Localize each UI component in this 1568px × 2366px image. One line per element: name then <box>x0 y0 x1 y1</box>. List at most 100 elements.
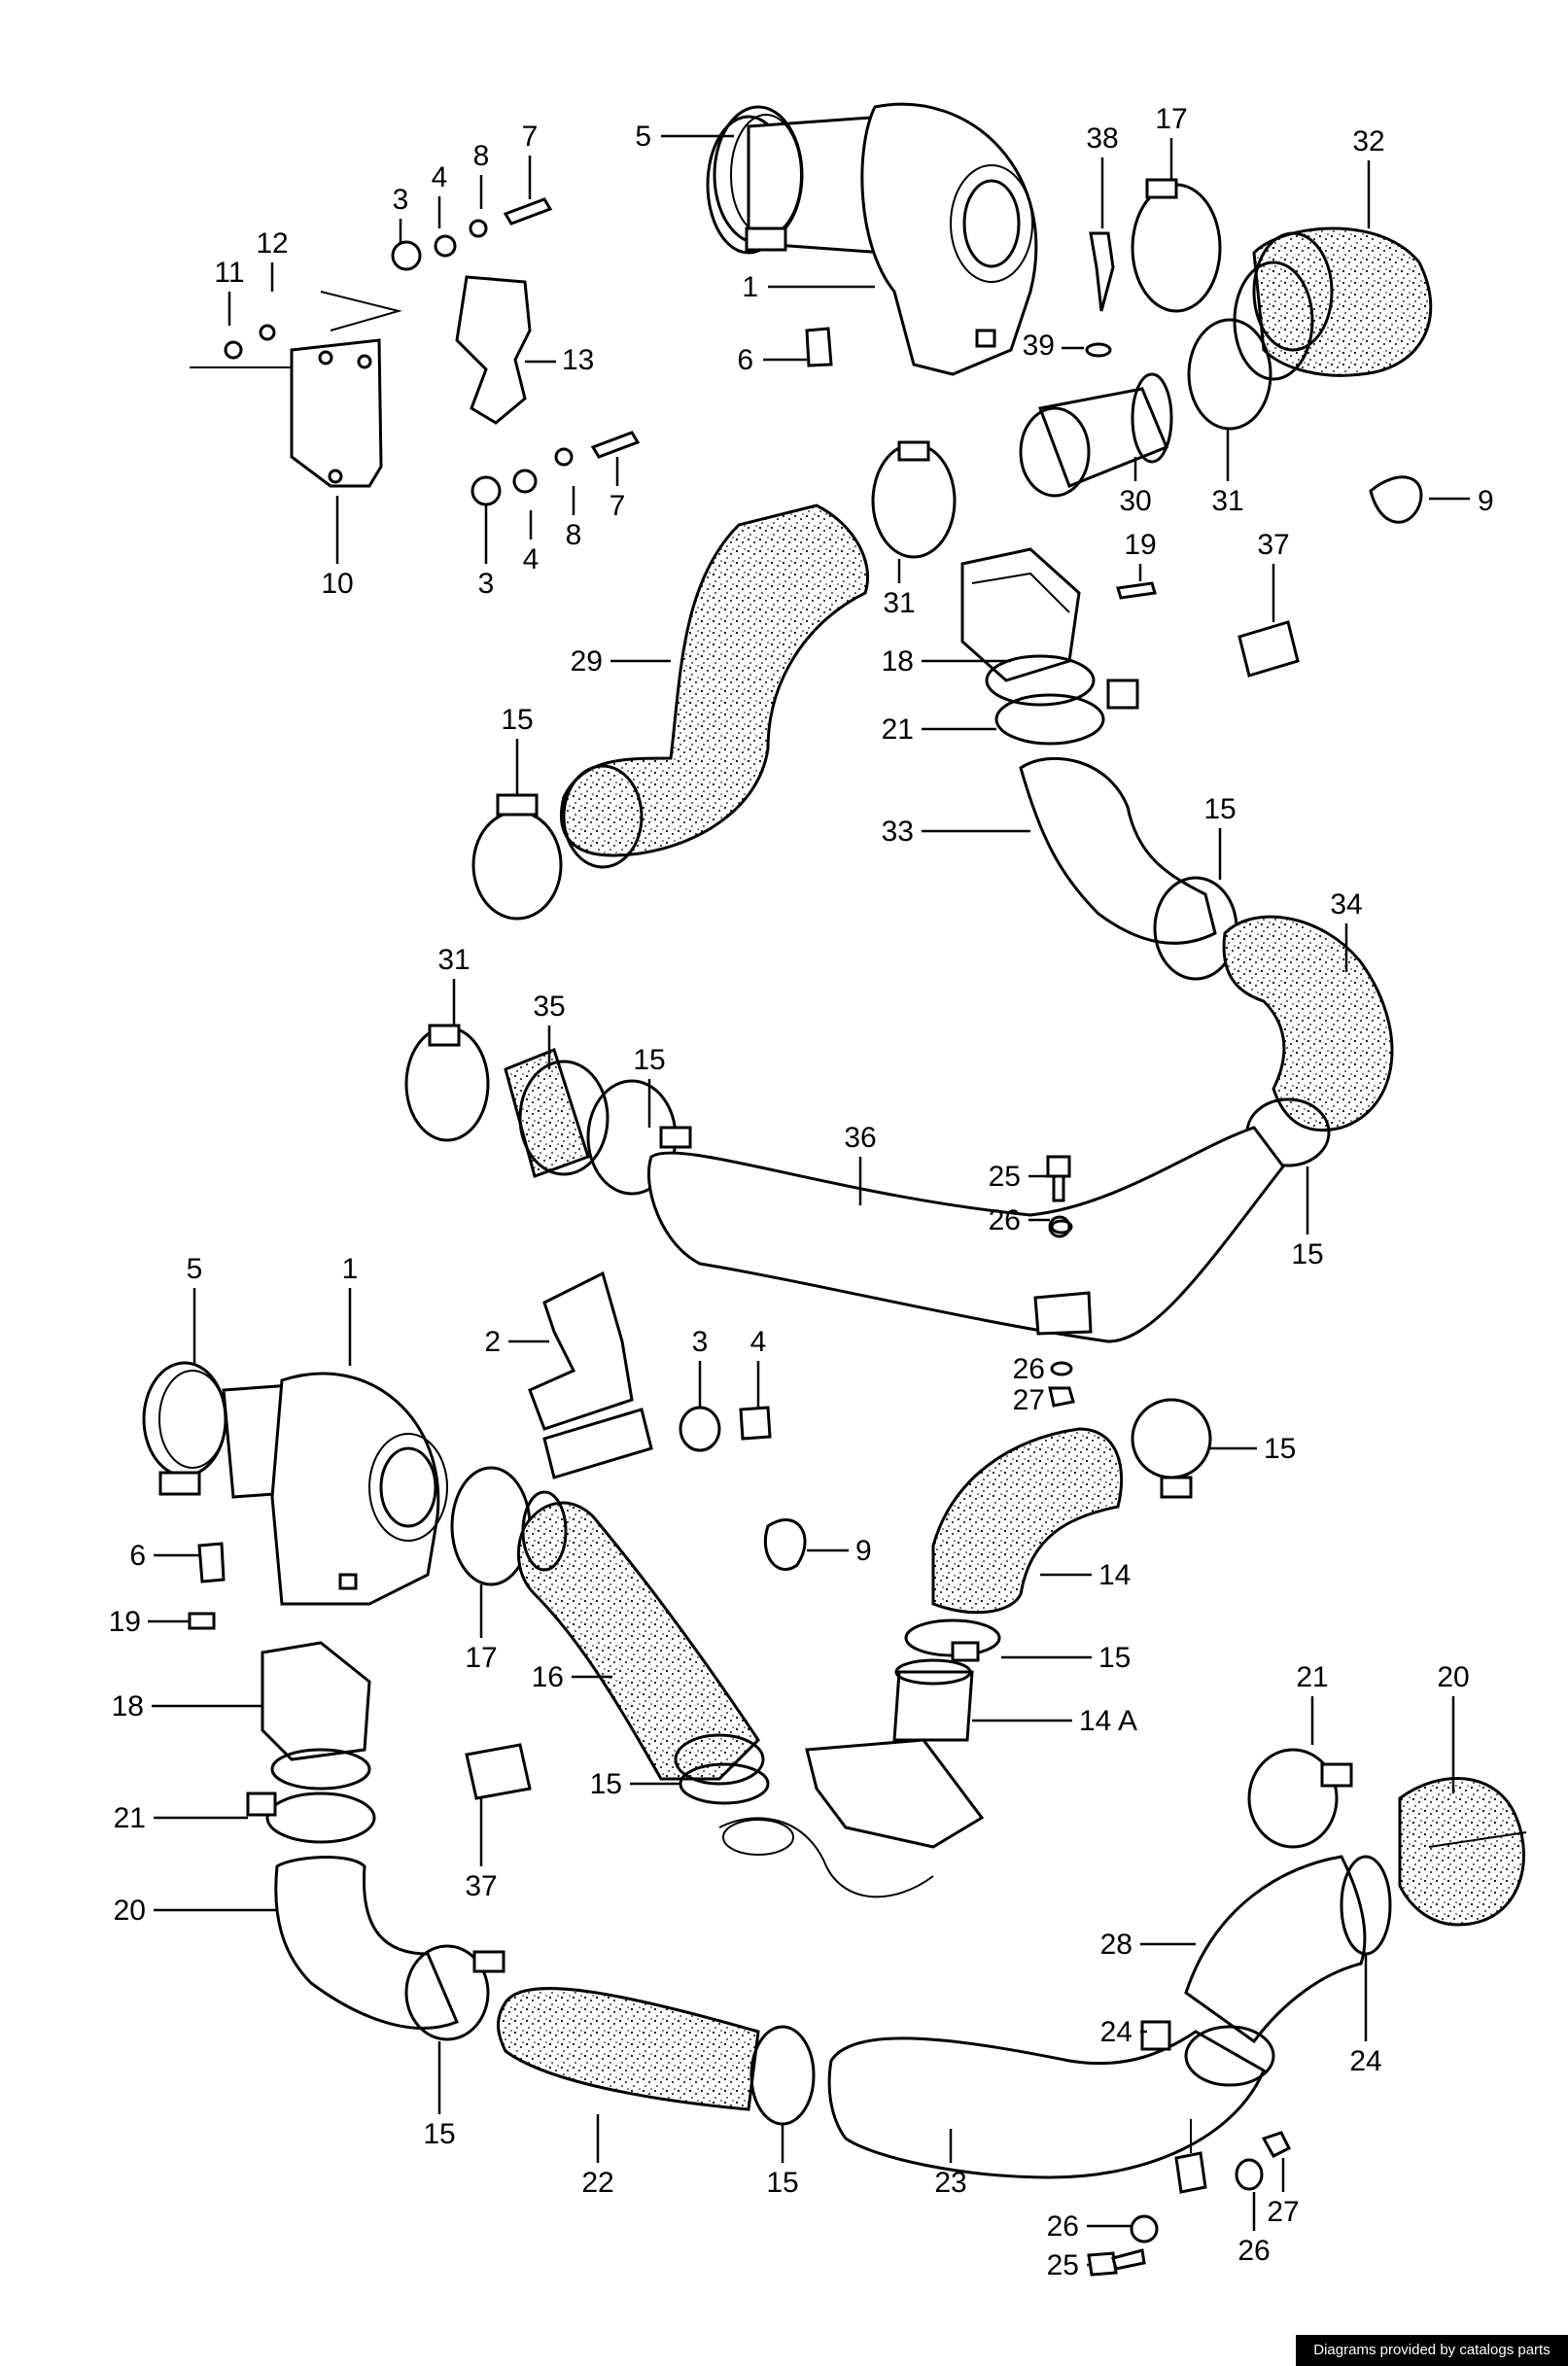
blower-unit-lower <box>222 1372 448 1606</box>
bolt-25-lower <box>1087 2248 1146 2277</box>
hose-14 <box>931 1427 1124 1615</box>
part-callout: 4 <box>523 543 540 575</box>
part-callout: 16 <box>532 1661 564 1693</box>
part-callout: 17 <box>1155 103 1187 135</box>
clamp-15-i <box>749 2025 816 2126</box>
hose-23 <box>827 2030 1266 2179</box>
bracket-2 <box>528 1270 653 1479</box>
clamp-31-right <box>1187 318 1272 431</box>
part-callout: 4 <box>432 161 448 193</box>
hose-16 <box>516 1490 765 1786</box>
clamp-15-a <box>471 793 563 921</box>
clamp-15-d <box>586 1079 692 1196</box>
part-callout: 17 <box>465 1642 497 1674</box>
part-callout: 27 <box>1267 2196 1299 2228</box>
part-callout: 30 <box>1119 485 1151 517</box>
nut-27-lower <box>1261 2131 1292 2158</box>
part-callout: 31 <box>883 587 915 619</box>
part-callout: 34 <box>1330 888 1362 921</box>
part-callout: 23 <box>934 2167 966 2199</box>
clamp-15-h <box>404 1944 505 2041</box>
part-callout: 19 <box>1124 529 1156 561</box>
clamp-21-lower-left <box>246 1792 376 1844</box>
part-callout: 28 <box>1100 1929 1132 1961</box>
part-callout: 26 <box>989 1204 1021 1236</box>
part-callout: 8 <box>473 140 490 172</box>
clamp-17-upper <box>1131 178 1222 313</box>
part-callout: 5 <box>187 1253 203 1285</box>
part-callout: 10 <box>321 568 353 600</box>
part-callout: 1 <box>742 271 758 303</box>
part-callout: 20 <box>114 1895 146 1927</box>
hose-36 <box>646 1126 1285 1343</box>
part-callout: 38 <box>1086 122 1118 155</box>
part-callout: 2 <box>484 1326 501 1358</box>
part-callout: 8 <box>566 519 582 551</box>
clamp-21-upper <box>994 678 1139 746</box>
clamp-5-lower <box>142 1361 227 1496</box>
clamp-15-g <box>904 1618 1001 1662</box>
screw-19-lower <box>188 1612 216 1630</box>
hose-20-right <box>1398 1777 1527 1927</box>
connector-14a <box>892 1658 974 1742</box>
housing-18-lower <box>261 1641 371 1791</box>
part-callout: 7 <box>610 490 626 522</box>
part-callout: 15 <box>1264 1433 1296 1465</box>
part-callout: 15 <box>633 1044 665 1076</box>
clamp-5-upper <box>713 105 804 252</box>
part-callout: 15 <box>766 2167 798 2199</box>
coupling-30 <box>1019 372 1173 498</box>
hose-34 <box>1222 915 1394 1132</box>
hose-33 <box>1019 756 1217 945</box>
part-callout: 22 <box>581 2167 613 2199</box>
manifold-piece <box>718 1738 985 1898</box>
part-callout: 15 <box>590 1768 622 1800</box>
part-callout: 32 <box>1352 125 1384 157</box>
part-callout: 37 <box>1257 529 1289 561</box>
bracket-assembly <box>190 197 641 506</box>
clamp-21-lower-right <box>1247 1748 1353 1849</box>
part-callout: 20 <box>1437 1661 1469 1693</box>
clip-9-upper <box>1369 475 1423 524</box>
part-callout: 12 <box>256 227 288 260</box>
part-callout: 21 <box>114 1802 146 1834</box>
part-callout: 3 <box>393 184 409 216</box>
bushing-4-lower <box>739 1406 772 1441</box>
sensor-38 <box>1085 231 1115 358</box>
part-callout: 26 <box>1237 2235 1270 2267</box>
clamp-31-mid <box>404 1024 490 1142</box>
part-callout: 37 <box>465 1870 497 1902</box>
part-callout: 3 <box>692 1326 709 1358</box>
hose-29 <box>559 504 870 869</box>
part-callout: 25 <box>989 1161 1021 1193</box>
bracket-z <box>1174 2119 1207 2194</box>
part-callout: 6 <box>737 344 753 376</box>
part-callout: 9 <box>1478 485 1494 517</box>
clip-9-lower <box>763 1518 807 1571</box>
part-callout: 15 <box>423 2118 455 2150</box>
part-callout: 11 <box>214 257 244 289</box>
clamp-31-left <box>871 440 957 559</box>
relay-37-upper <box>1237 620 1300 678</box>
sleeve-35 <box>504 1048 610 1178</box>
part-callout: 9 <box>855 1535 872 1567</box>
part-callout: 25 <box>1047 2249 1079 2281</box>
part-callout: 26 <box>1013 1353 1045 1385</box>
clamp-24-a <box>1140 2020 1275 2087</box>
bolt-25-upper <box>1046 1155 1073 1235</box>
washer-26-lower-right <box>1235 2158 1264 2191</box>
hose-28 <box>1184 1855 1392 2044</box>
part-callout: 4 <box>750 1326 767 1358</box>
part-callout: 15 <box>1098 1642 1131 1674</box>
clamp-15-e <box>1131 1398 1212 1499</box>
screw-19-upper <box>1116 581 1157 600</box>
part-callout: 31 <box>437 944 470 976</box>
part-callout: 18 <box>882 645 914 678</box>
part-callout: 14 A <box>1079 1705 1137 1737</box>
housing-18-upper <box>960 547 1096 707</box>
part-callout: 36 <box>844 1122 876 1154</box>
part-callout: 18 <box>112 1690 144 1722</box>
part-callout: 31 <box>1211 485 1243 517</box>
hose-32 <box>1233 226 1433 381</box>
